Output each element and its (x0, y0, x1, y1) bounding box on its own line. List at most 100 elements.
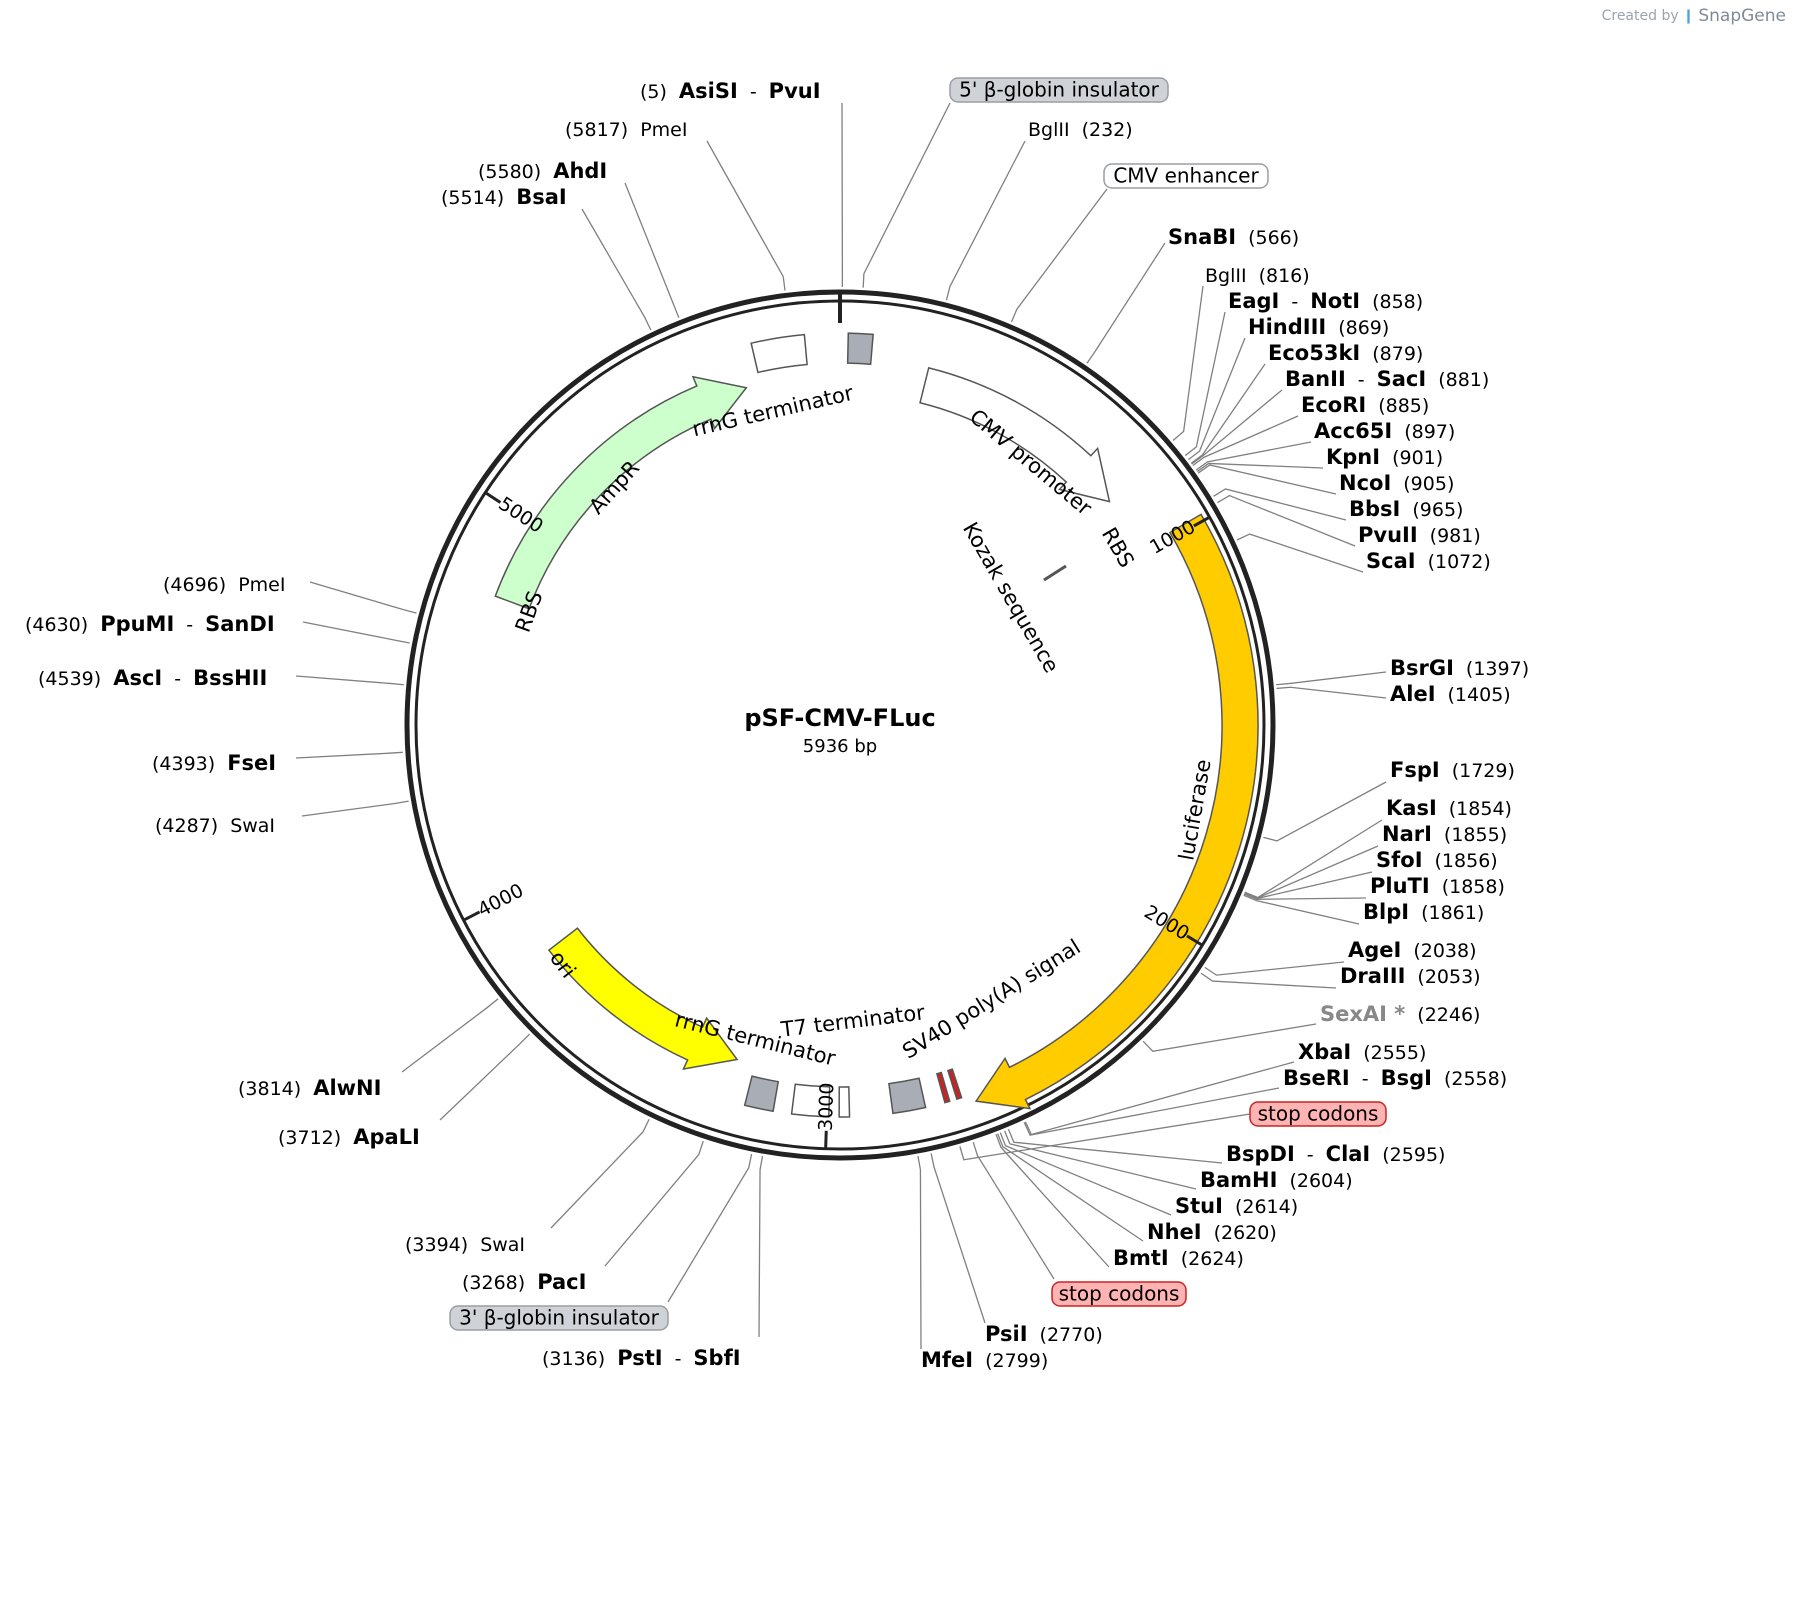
site-part: EcoRI (1301, 393, 1366, 417)
site-eco53ki-879: Eco53kI(879) (1268, 341, 1423, 365)
leader-4630-ppumi-sandi (302, 621, 410, 644)
site-part: BsaI (516, 185, 567, 209)
site-acc65i-897: Acc65I(897) (1314, 419, 1455, 443)
leader-bseri-bsgi-2558 (1023, 1087, 1280, 1136)
site-part: KasI (1386, 796, 1437, 820)
site-part: BamHI (1200, 1168, 1277, 1192)
leader-callout-3-globin-insulator (667, 1153, 753, 1303)
site-kpni-901: KpnI(901) (1326, 445, 1443, 469)
plasmid-name: pSF-CMV-FLuc (744, 704, 935, 732)
site-nari-1855: NarI(1855) (1382, 822, 1507, 846)
site-part: (5580) (478, 161, 541, 183)
leader-4539-asci-bsshii (295, 675, 404, 686)
leader-bmti-2624 (995, 1134, 1110, 1268)
callout-cmv-enhancer: CMV enhancer (1103, 163, 1269, 189)
leader-pluti-1858 (1243, 893, 1367, 900)
leader-4393-fsei (295, 751, 403, 759)
site-xbai-2555: XbaI(2555) (1298, 1040, 1426, 1064)
tick-3000 (824, 1130, 828, 1149)
site-part: (2614) (1235, 1196, 1298, 1218)
site-part: (816) (1259, 265, 1310, 287)
t7-terminator-box-small (838, 1086, 851, 1118)
site-part: - (1358, 369, 1365, 391)
site-nhei-2620: NheI(2620) (1147, 1220, 1277, 1244)
leader-4696-pmei (309, 581, 417, 614)
site-mfei-2799: MfeI (2799) (921, 1348, 1048, 1372)
callout-text: stop codons (1059, 1282, 1180, 1306)
site-alei-1405: AleI(1405) (1390, 682, 1511, 706)
callout-stop-codons: stop codons (1249, 1101, 1387, 1127)
leader-scai-1072 (1236, 533, 1364, 573)
site-part: DraIII (1340, 964, 1405, 988)
site-part: BmtI (1113, 1246, 1169, 1270)
restriction-sites: (5)AsiSI-PvuI (5817)PmeI (5580) AhdI (5514) B… (25, 79, 1529, 1372)
site-part: AscI (113, 666, 162, 690)
tick-label-4000: 4000 (474, 880, 527, 922)
snapgene-watermark: Created by ❙ SnapGene (1602, 6, 1786, 26)
site-part: NheI (1147, 1220, 1202, 1244)
site-eagi-noti-858: EagI-NotI(858) (1228, 289, 1423, 313)
site-part: (4630) (25, 614, 88, 636)
callout-text: CMV enhancer (1113, 164, 1259, 188)
site-part: SwaI (480, 1234, 525, 1256)
stop-codon-mark-2 (946, 1068, 963, 1101)
site-part: (2604) (1289, 1170, 1352, 1192)
site-5817-pmei: (5817)PmeI (565, 119, 687, 141)
feature-ori-arrow (547, 927, 739, 1071)
site-part: (5817) (565, 119, 628, 141)
leader-acc65i-897 (1195, 441, 1312, 471)
callout-text: stop codons (1258, 1102, 1379, 1126)
leader-ecori-885 (1192, 415, 1299, 467)
site-part: PstI (617, 1346, 662, 1370)
site-part: (5) (640, 81, 667, 103)
plasmid-center-label: pSF-CMV-FLuc 5936 bp (744, 704, 935, 757)
site-part: BanII (1285, 367, 1346, 391)
leader-hindiii-869 (1188, 337, 1246, 461)
site-3814-alwni: (3814) AlwNI (238, 1076, 381, 1100)
site-4630-ppumi-sandi: (4630)PpuMI-SanDI (25, 612, 275, 636)
site-part: (1397) (1466, 658, 1529, 680)
leader-snabi-566 (1086, 242, 1166, 364)
leader-callout-stop-codons (959, 1113, 1251, 1161)
site-4696-pmei: (4696)PmeI (163, 574, 285, 596)
leader-fspi-1729 (1263, 781, 1387, 842)
site-part: - (1362, 1068, 1369, 1090)
site-part: AlwNI (313, 1076, 381, 1100)
site-part: ScaI (1366, 549, 1416, 573)
site-kasi-1854: KasI(1854) (1386, 796, 1512, 820)
site-part: - (1291, 291, 1298, 313)
callout-box (1249, 1101, 1387, 1127)
site-draiii-2053: DraIII (2053) (1340, 964, 1481, 988)
leader-psii-2770 (930, 1153, 986, 1324)
site-part: NarI (1382, 822, 1432, 846)
site-5-asisi-pvui: (5)AsiSI-PvuI (640, 79, 821, 103)
site-part: (905) (1403, 473, 1454, 495)
site-part: (1856) (1435, 850, 1498, 872)
site-part: AhdI (553, 159, 607, 183)
site-part: BsrGI (1390, 656, 1454, 680)
site-part: MfeI (921, 1348, 973, 1372)
site-part: BsgI (1381, 1066, 1432, 1090)
leader-3814-alwni (401, 998, 499, 1073)
site-part: (5514) (441, 187, 504, 209)
site-sexai-2246: SexAI *(2246) (1320, 1002, 1480, 1026)
leader-nhei-2620 (997, 1133, 1144, 1242)
callout-stop-codons: stop codons (1051, 1281, 1187, 1307)
site-part: (3814) (238, 1078, 301, 1100)
site-part: Eco53kI (1268, 341, 1360, 365)
site-part: BglII (1205, 265, 1247, 287)
site-part: BssHII (193, 666, 267, 690)
leader-5580-ahdi (624, 182, 680, 318)
site-part: SanDI (205, 612, 275, 636)
leader-pvuii-981 (1217, 494, 1356, 547)
feature-boxes (743, 332, 963, 1118)
callout-text: 3' β-globin insulator (459, 1306, 660, 1330)
site-part: (2799) (985, 1350, 1048, 1372)
site-part: (1858) (1442, 876, 1505, 898)
site-part: (2053) (1417, 966, 1480, 988)
callout-text: 5' β-globin insulator (959, 78, 1160, 102)
site-5580-ahdi: (5580) AhdI (478, 159, 607, 183)
site-part: FspI (1390, 758, 1440, 782)
